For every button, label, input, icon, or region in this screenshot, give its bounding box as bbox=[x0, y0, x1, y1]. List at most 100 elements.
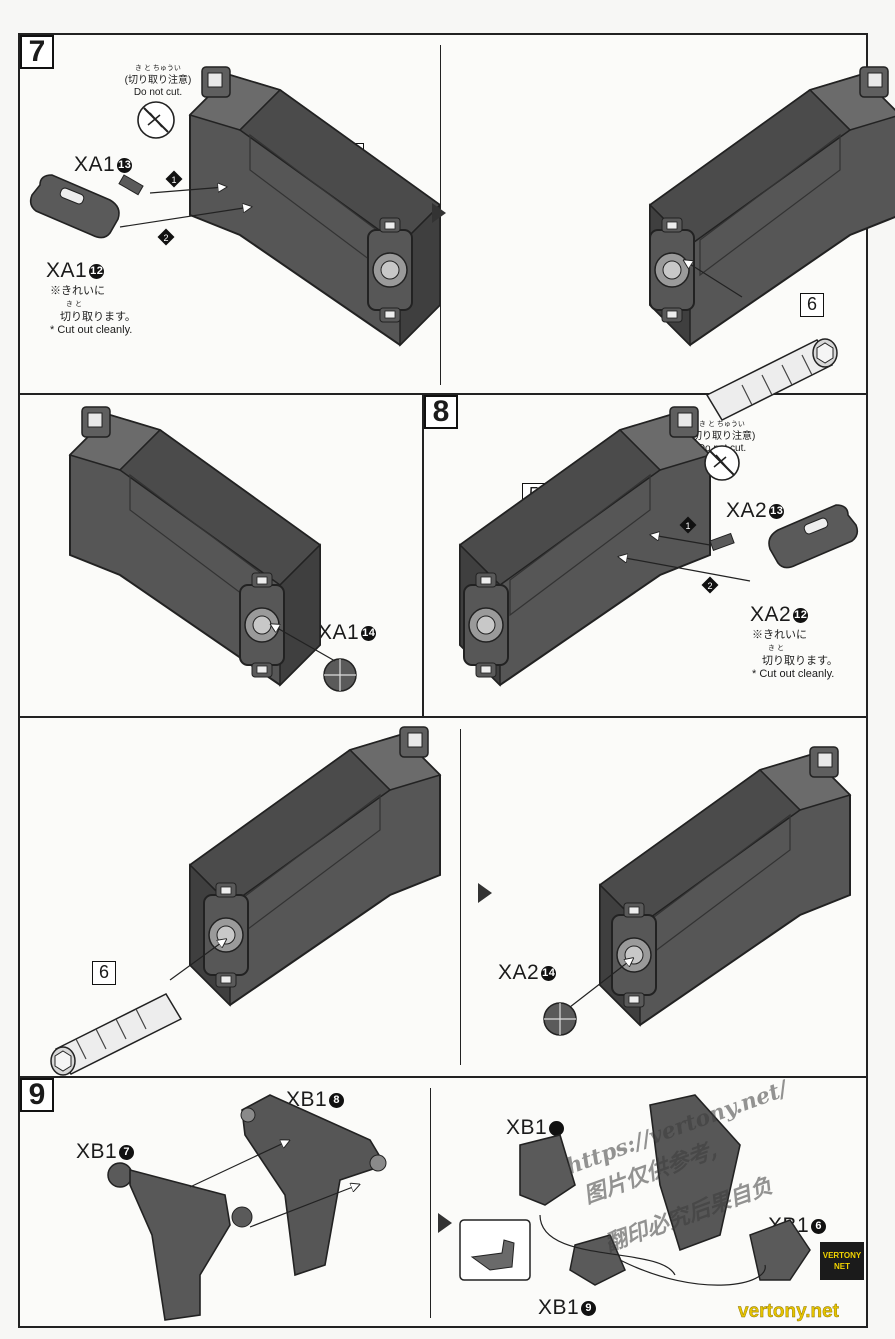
part-num-badge: 7 bbox=[119, 1144, 135, 1160]
part-name: XA2 bbox=[750, 603, 792, 626]
cut-note-furigana: き と bbox=[768, 645, 784, 652]
part-num-badge: 13 bbox=[769, 503, 785, 519]
order-mark-text: 2 bbox=[707, 581, 712, 591]
next-arrow-r3 bbox=[478, 883, 492, 903]
part-name: XA2 bbox=[726, 499, 768, 522]
cut-note-7: ※きれいに き と 切り取ります。 * Cut out cleanly. bbox=[50, 285, 136, 337]
part-name: XB1 bbox=[506, 1116, 548, 1139]
cut-note-en: * Cut out cleanly. bbox=[50, 324, 133, 336]
part-tab-xa1-13 bbox=[118, 174, 144, 196]
next-arrow-9 bbox=[438, 1213, 452, 1233]
magazine-end-r3a bbox=[203, 882, 249, 988]
divider-row2-vertical bbox=[422, 393, 424, 716]
caution-furigana: き と ちゅうい bbox=[699, 421, 745, 428]
step-9-sub-divider bbox=[430, 1088, 431, 1318]
cut-note-jp1: ※きれいに bbox=[50, 285, 105, 297]
arrow-cap-r3 bbox=[569, 959, 632, 1008]
magazine-end-r3b bbox=[611, 902, 657, 1008]
part-name: XA1 bbox=[318, 621, 360, 644]
part-name: XA2 bbox=[498, 961, 540, 984]
part-num-badge: 8 bbox=[329, 1092, 345, 1108]
part-num-badge: 9 bbox=[581, 1300, 597, 1316]
magazine-end-7c bbox=[239, 572, 285, 678]
assembly-illustrations: 1 2 1 2 bbox=[29, 66, 895, 1321]
cut-note-jp2: 切り取ります。 bbox=[762, 655, 838, 667]
label-xb1-partial: XB1​ bbox=[506, 1116, 565, 1140]
arrow-2-step7 bbox=[119, 207, 250, 228]
arrow-1-step8 bbox=[652, 535, 711, 546]
caution-note: き と ちゅうい (切り取り注意) Do not cut. bbox=[118, 63, 198, 99]
order-mark-2-step7: 2 bbox=[157, 228, 175, 246]
part-name: XA1 bbox=[74, 153, 116, 176]
part-xb1-8 bbox=[240, 1094, 387, 1277]
arrow-insert-rod-r3 bbox=[169, 940, 225, 981]
rod-part-6-step7 bbox=[706, 338, 838, 421]
part-num-badge: 14 bbox=[541, 965, 557, 981]
magazine-end-8 bbox=[463, 572, 509, 678]
cap-part-xa1-14 bbox=[323, 658, 357, 692]
arrow-1-step7 bbox=[149, 187, 225, 194]
part-name: XA1 bbox=[46, 259, 88, 282]
part-name: XB1 bbox=[538, 1296, 580, 1319]
arrow-insert-rod-7 bbox=[685, 261, 743, 298]
magazine-end-7a bbox=[367, 217, 413, 323]
part-xb1-7 bbox=[107, 1162, 253, 1321]
part-tab-xa2-13 bbox=[709, 532, 735, 552]
part-num-badge: ​ bbox=[549, 1120, 565, 1136]
cut-note-jp1: ※きれいに bbox=[752, 629, 807, 641]
detail-callout-box bbox=[459, 1219, 531, 1281]
part-num-badge: 12 bbox=[89, 263, 105, 279]
ref-box-6-step7: 6 bbox=[800, 293, 824, 317]
order-mark-1-step7: 1 bbox=[165, 170, 183, 188]
part-num-badge: 14 bbox=[361, 625, 377, 641]
ref-box-6-row3: 6 bbox=[92, 961, 116, 985]
step-number-7: 7 bbox=[20, 35, 54, 69]
magazine-end-7b bbox=[649, 217, 695, 323]
order-mark-text: 2 bbox=[163, 233, 168, 243]
no-cut-icon-8 bbox=[704, 445, 740, 481]
divider-row-3 bbox=[20, 1076, 866, 1078]
divider-row-1 bbox=[20, 393, 866, 395]
row3-sub-divider bbox=[460, 729, 461, 1065]
caution-jp: (切り取り注意) bbox=[688, 431, 756, 442]
part-plate-xa1-12 bbox=[29, 174, 120, 239]
caution-furigana: き と ちゅうい bbox=[135, 65, 181, 72]
part-num-badge: 6 bbox=[811, 1218, 827, 1234]
divider-row-2 bbox=[20, 716, 866, 718]
badge-line2: NET bbox=[834, 1262, 850, 1271]
order-mark-2-step8: 2 bbox=[701, 576, 719, 594]
arrow-xb1-b bbox=[249, 1185, 358, 1228]
part-plate-xa2-12 bbox=[768, 504, 859, 569]
part-name: XB1 bbox=[76, 1140, 118, 1163]
rod-part-6-row3 bbox=[50, 993, 182, 1076]
arrow-cap-7 bbox=[272, 625, 336, 662]
order-mark-text: 1 bbox=[685, 521, 690, 531]
part-num-badge: 12 bbox=[793, 607, 809, 623]
step-number-9: 9 bbox=[20, 1078, 54, 1112]
part-num-badge: 13 bbox=[117, 157, 133, 173]
vertony-url: vertony.net bbox=[738, 1301, 840, 1322]
arrow-2-step8 bbox=[620, 557, 751, 582]
part-name: XB1 bbox=[286, 1088, 328, 1111]
cap-part-xa2-14 bbox=[543, 1002, 577, 1036]
part-xb1-assembly bbox=[519, 1094, 811, 1286]
arrow-xb1-a bbox=[189, 1141, 288, 1188]
order-mark-1-step8: 1 bbox=[679, 516, 697, 534]
cut-note-en: * Cut out cleanly. bbox=[752, 668, 835, 680]
order-mark-text: 1 bbox=[171, 175, 176, 185]
cut-note-jp2: 切り取ります。 bbox=[60, 311, 136, 323]
detail-callout-part bbox=[470, 1239, 515, 1271]
step-number-8: 8 bbox=[424, 395, 458, 429]
cut-note-furigana: き と bbox=[66, 301, 82, 308]
no-cut-icon-7 bbox=[137, 101, 175, 139]
